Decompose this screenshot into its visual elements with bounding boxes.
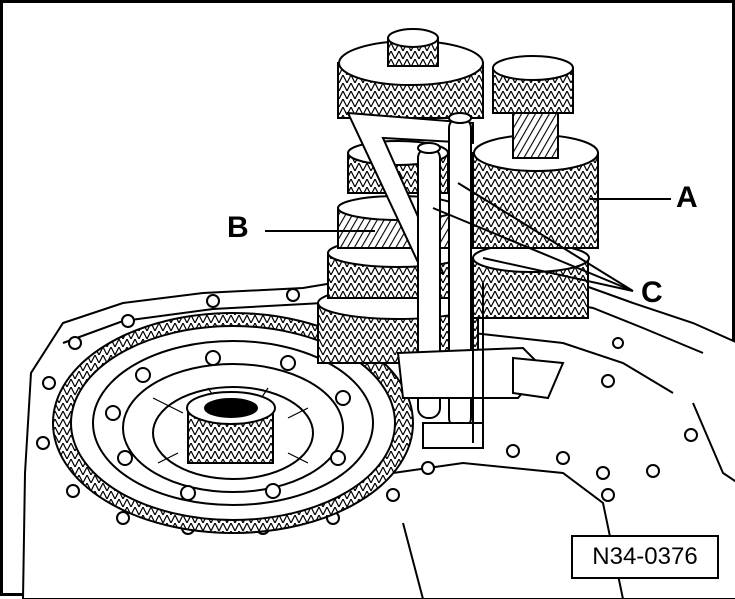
gearbox-illustration — [21, 28, 735, 599]
leader-line-c-1 — [457, 182, 634, 292]
differential-ring-gear — [52, 312, 414, 534]
leader-line-c-2 — [432, 207, 634, 292]
callout-label-c: C — [641, 276, 663, 309]
housing-bolts — [36, 288, 698, 535]
callout-label-a: A — [676, 181, 698, 214]
leader-line-c-3 — [482, 257, 634, 292]
callout-label-b: B — [227, 211, 249, 244]
figure-reference-code: N34-0376 — [571, 535, 719, 579]
selector-rods — [346, 111, 565, 449]
callout-leaders — [265, 182, 671, 292]
